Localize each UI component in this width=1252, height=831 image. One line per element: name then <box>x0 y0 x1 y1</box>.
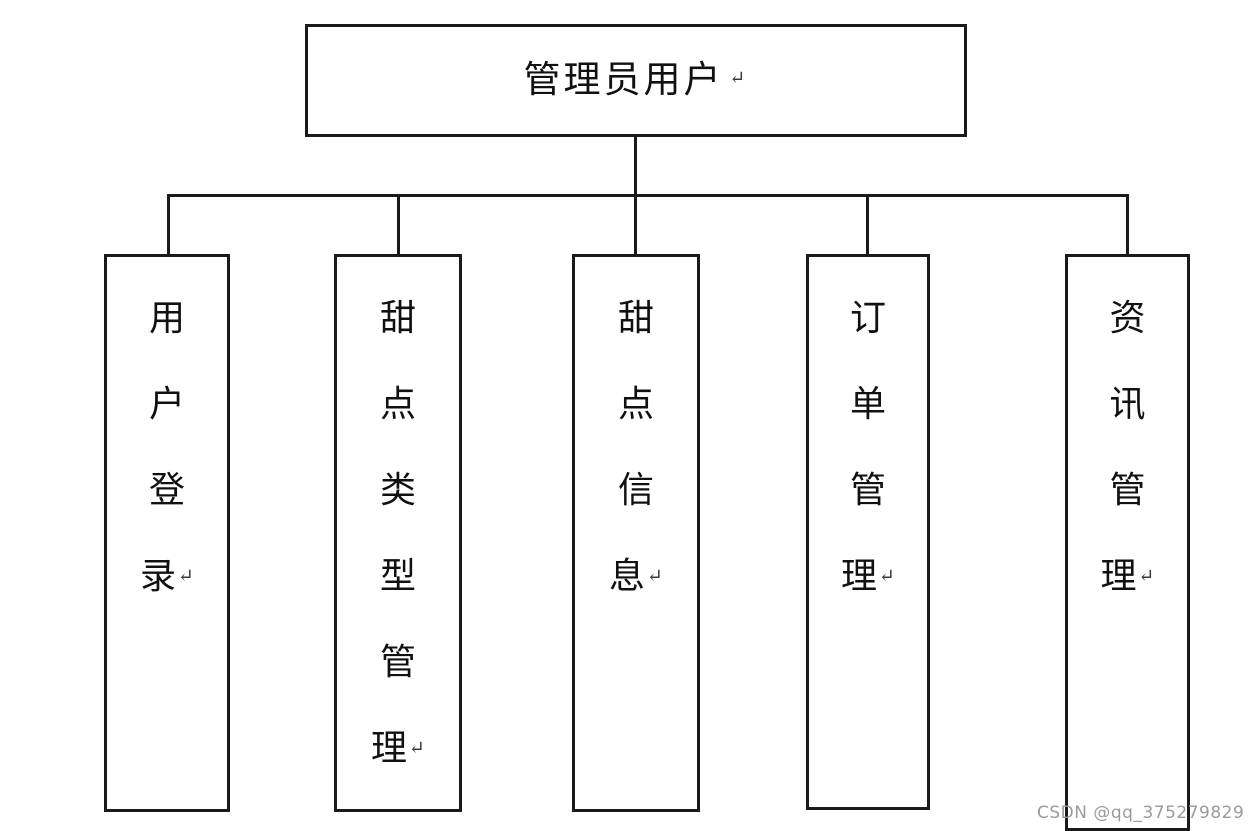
node-char: 点 <box>379 384 416 424</box>
node-news-management[interactable]: 资 讯 管 理↵ <box>1065 254 1190 831</box>
connector-drop-4 <box>866 194 869 256</box>
node-char: 录↵ <box>140 556 194 596</box>
node-char: 户 <box>148 384 185 424</box>
connector-drop-2 <box>397 194 400 256</box>
node-user-login[interactable]: 用 户 登 录↵ <box>104 254 230 812</box>
node-order-management[interactable]: 订 单 管 理↵ <box>806 254 930 810</box>
node-char: 讯 <box>1109 384 1146 424</box>
node-char: 管 <box>849 470 886 510</box>
node-char: 点 <box>617 384 654 424</box>
node-dessert-information-label: 甜 点 信 息↵ <box>575 275 697 619</box>
node-dessert-information[interactable]: 甜 点 信 息↵ <box>572 254 700 812</box>
paragraph-mark-icon: ↵ <box>178 566 194 587</box>
connector-drop-1 <box>167 194 170 256</box>
node-char: 订 <box>849 298 886 338</box>
node-dessert-type-management-label: 甜 点 类 型 管 理↵ <box>337 275 459 791</box>
node-char: 理↵ <box>371 728 425 768</box>
paragraph-mark-icon: ↵ <box>879 566 895 587</box>
node-char: 登 <box>148 470 185 510</box>
node-char: 甜 <box>379 298 416 338</box>
node-char: 用 <box>148 298 185 338</box>
connector-root-stem <box>634 137 637 197</box>
node-char: 型 <box>379 556 416 596</box>
node-order-management-label: 订 单 管 理↵ <box>809 275 927 619</box>
node-char: 信 <box>617 470 654 510</box>
node-dessert-type-management[interactable]: 甜 点 类 型 管 理↵ <box>334 254 462 812</box>
node-news-management-label: 资 讯 管 理↵ <box>1068 275 1187 619</box>
paragraph-mark-icon: ↵ <box>409 738 425 759</box>
node-char: 资 <box>1109 298 1146 338</box>
paragraph-mark-icon: ↵ <box>1138 566 1155 587</box>
node-char: 理↵ <box>1100 556 1155 596</box>
watermark-label: CSDN @qq_375279829 <box>1037 803 1245 823</box>
paragraph-mark-icon: ↵ <box>729 68 749 89</box>
connector-drop-5 <box>1126 194 1129 256</box>
connector-horizontal-bus <box>167 194 1127 197</box>
connector-drop-3 <box>634 194 637 256</box>
node-admin-user[interactable]: 管理员用户↵ <box>305 24 967 137</box>
paragraph-mark-icon: ↵ <box>647 566 663 587</box>
node-char: 息↵ <box>609 556 663 596</box>
node-char: 单 <box>849 384 886 424</box>
node-char: 类 <box>379 470 416 510</box>
node-char: 管 <box>1109 470 1146 510</box>
node-admin-user-label: 管理员用户↵ <box>523 60 749 101</box>
node-char: 甜 <box>617 298 654 338</box>
node-char: 管 <box>379 642 416 682</box>
node-user-login-label: 用 户 登 录↵ <box>107 275 227 619</box>
node-char: 理↵ <box>841 556 895 596</box>
